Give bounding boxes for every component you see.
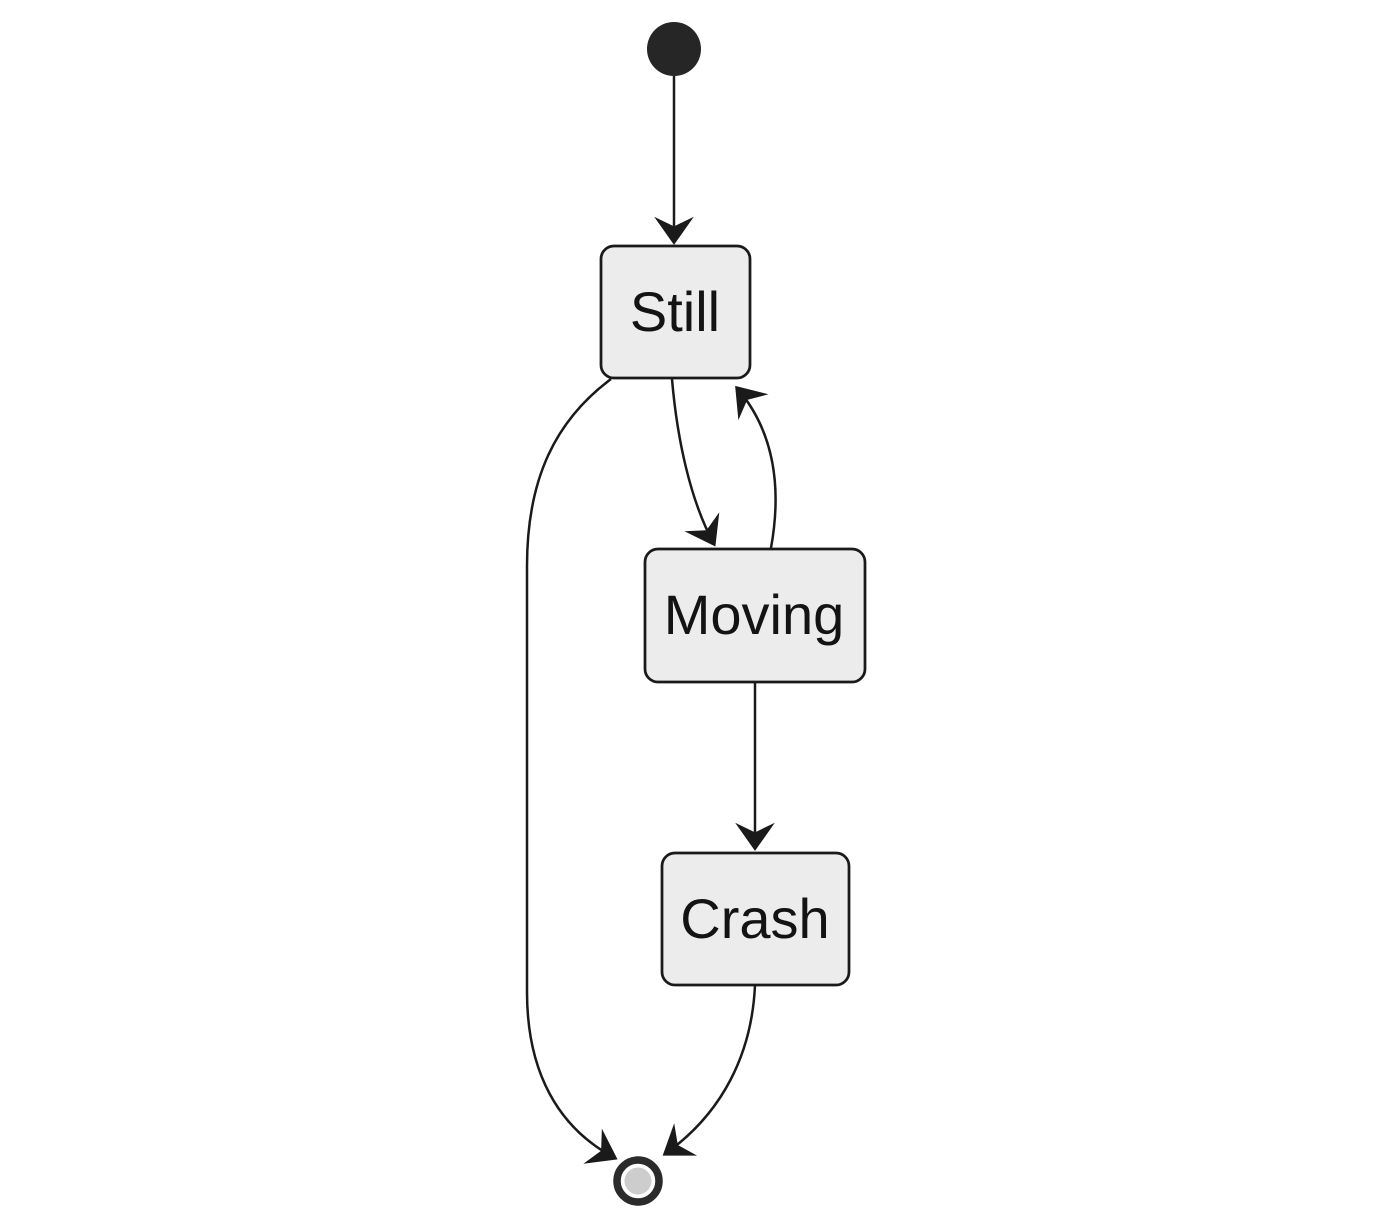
state-label-moving: Moving	[664, 583, 845, 646]
edge-crash-to-end	[662, 984, 757, 1156]
state-node-still: Still	[599, 244, 752, 380]
state-rect-moving	[643, 547, 867, 684]
final-state-node	[613, 1156, 663, 1206]
state-rect-crash	[660, 851, 851, 987]
state-label-still: Still	[630, 280, 720, 343]
state-node-moving: Moving	[643, 547, 867, 684]
edge-still-to-moving	[670, 378, 720, 547]
state-label-crash: Crash	[680, 887, 829, 950]
state-node-crash: Crash	[660, 851, 851, 987]
edge-group	[525, 76, 777, 1164]
state-rect-still	[599, 244, 752, 380]
edge-still-to-end	[525, 377, 618, 1164]
initial-state-node	[647, 22, 701, 76]
edge-moving-to-still	[735, 385, 777, 549]
final-state-core	[624, 1167, 652, 1195]
